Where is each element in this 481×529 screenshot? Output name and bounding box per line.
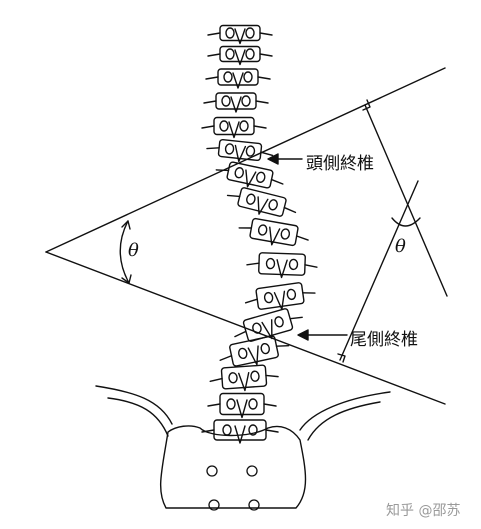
vertebra — [206, 138, 274, 165]
vertebra — [209, 364, 279, 393]
upper-right-angle-mark — [363, 100, 370, 110]
vertebra — [202, 420, 278, 443]
vertebra — [206, 69, 270, 88]
sacral-foramina — [207, 466, 259, 510]
upper-end-vertebra-label: 頭側終椎 — [306, 154, 374, 174]
vertebra — [202, 118, 266, 138]
vertebra — [208, 394, 276, 418]
left-angle-theta: θ — [128, 240, 139, 261]
upper-perpendicular-line — [365, 105, 447, 296]
left-angle-arc — [120, 221, 129, 283]
upper-endplate-line — [46, 68, 445, 252]
watermark: 知乎 @邵苏 — [386, 503, 461, 519]
vertebra — [208, 47, 272, 65]
pelvis-left-wing — [96, 386, 172, 424]
vertebra — [214, 159, 285, 194]
left-arc-arrowhead-bottom — [122, 275, 131, 283]
vertebra — [247, 252, 318, 278]
vertebra — [244, 281, 317, 315]
lower-label-arrowhead — [298, 330, 308, 340]
vertebra — [237, 216, 310, 251]
spine — [202, 26, 317, 444]
pelvis-right-wing-inner — [308, 402, 380, 440]
vertebra — [225, 184, 298, 222]
vertebra — [208, 26, 272, 44]
pelvis-right-wing — [300, 392, 390, 430]
vertebra — [204, 93, 268, 112]
lower-right-angle-mark — [338, 354, 345, 362]
lower-perpendicular-line — [340, 181, 418, 360]
vertebra — [217, 333, 291, 372]
lower-end-vertebra-label: 尾側終椎 — [350, 330, 418, 350]
upper-label-arrowhead — [268, 154, 278, 164]
left-arc-arrowhead-top — [122, 221, 130, 229]
right-angle-theta: θ — [395, 236, 406, 257]
sacrum-outline — [161, 426, 306, 508]
right-angle-arc — [392, 218, 420, 226]
pelvis-left-wing-inner — [108, 398, 168, 436]
